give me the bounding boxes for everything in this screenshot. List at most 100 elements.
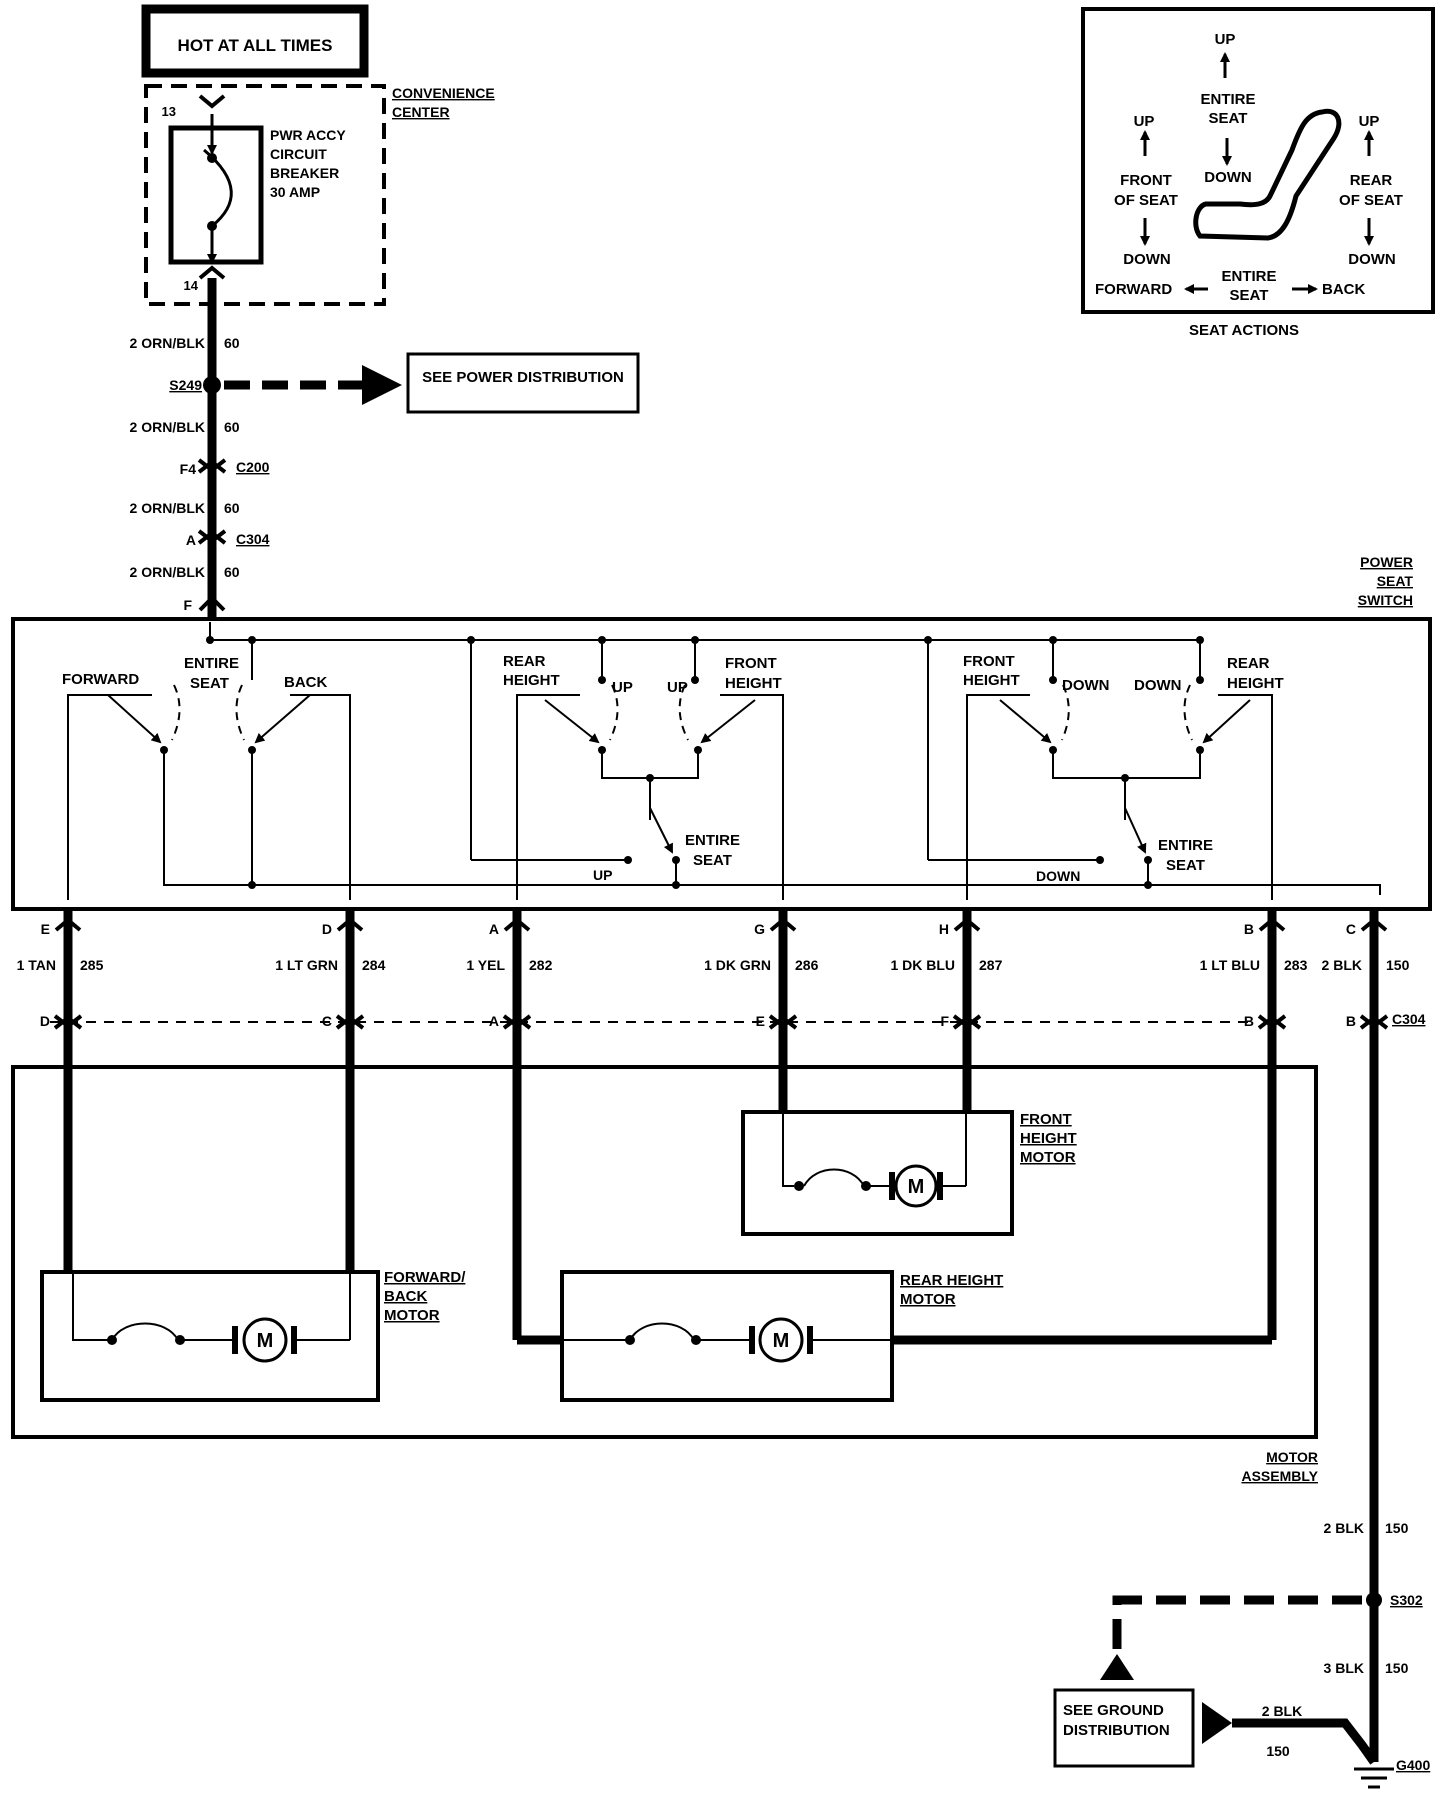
convenience-center: 13 14 PWR ACCY CIRCUIT BREAKER 30 AMP CO… [144, 84, 495, 306]
switch-height-label-3: HEIGHT [963, 672, 1020, 689]
switch-rear-label-1: REAR [503, 653, 546, 670]
power-seat-switch: POWER SEAT SWITCH [11, 554, 1432, 911]
switch-up-label-3: UP [593, 867, 612, 883]
switch-rear-label-2: REAR [1227, 655, 1270, 672]
switch-connector-terminal [54, 917, 82, 932]
ground-symbol [1354, 1767, 1394, 1789]
forward-back-motor [40, 1270, 380, 1402]
wire-color-label: 1 TAN [17, 957, 56, 973]
feed-wire-label-4: 2 ORN/BLK [130, 564, 205, 580]
front-height-motor-label-2: HEIGHT [1020, 1130, 1077, 1147]
c304-dashed-line: C304 [50, 1011, 1426, 1027]
entire-seat-up-label: UP [1215, 31, 1236, 48]
feed-circuit-label-2: 60 [224, 419, 240, 435]
switch-connector-terminal [1258, 917, 1286, 932]
switch-pin-f-label: F [183, 597, 192, 613]
switch-pin-label: D [322, 921, 332, 937]
see-ground-distribution-box [1053, 1688, 1195, 1768]
ground-upper-wire-label: 2 BLK [1324, 1520, 1364, 1536]
front-seat-up-label: UP [1134, 113, 1155, 130]
power-seat-switch-title-1: POWER [1360, 554, 1413, 570]
power-seat-switch-title-3: SWITCH [1358, 592, 1413, 608]
switch-pin-label: A [489, 921, 499, 937]
switch-pin-label: E [41, 921, 50, 937]
c304-label-bottom: C304 [1392, 1011, 1426, 1027]
switch-pin-label: C [1346, 921, 1356, 937]
breaker-label-1: PWR ACCY [270, 127, 346, 143]
forward-back-motor-label-3: MOTOR [384, 1307, 440, 1324]
wire-circuit-label: 282 [529, 957, 553, 973]
ground-g400-label: G400 [1396, 1757, 1430, 1773]
c304-connector-terminal [1257, 1015, 1287, 1030]
rear-seat-up-label: UP [1359, 113, 1380, 130]
entire-seat-down-label: DOWN [1204, 169, 1252, 186]
switch-pin-label: G [754, 921, 765, 937]
c304-connector-terminal [335, 1015, 365, 1030]
switch-connector-terminal [953, 917, 981, 932]
entire-seat-fb-label-2: SEAT [1230, 287, 1269, 304]
wire-color-label: 1 LT GRN [275, 957, 338, 973]
pin-f4-label: F4 [180, 461, 197, 477]
motor-assembly-label-1: MOTOR [1266, 1449, 1318, 1465]
c304-connector-terminal [768, 1015, 798, 1030]
splice-s302-label: S302 [1390, 1592, 1423, 1608]
ground-lower-circuit-label: 150 [1385, 1660, 1409, 1676]
entire-seat-label-2: SEAT [1209, 110, 1248, 127]
convenience-center-title-2: CENTER [392, 104, 450, 120]
c304-pin-label: B [1244, 1013, 1254, 1029]
switch-back-label: BACK [284, 674, 327, 691]
switch-height-label-2: HEIGHT [725, 675, 782, 692]
feed-wire-label-3: 2 ORN/BLK [130, 500, 205, 516]
splice-s249-label: S249 [169, 377, 202, 393]
c304-pin-label: E [756, 1013, 765, 1029]
switch-seat-label-1: SEAT [190, 675, 229, 692]
motor-assembly-label-2: ASSEMBLY [1241, 1468, 1318, 1484]
feed-wire-label-1: 2 ORN/BLK [130, 335, 205, 351]
feed-circuit-60: 2 ORN/BLK 60 S249 SEE POWER DISTRIBUTION… [130, 278, 640, 620]
c304-connector-terminal [502, 1015, 532, 1030]
see-ground-label-2: DISTRIBUTION [1063, 1722, 1170, 1739]
wire-color-label: 2 BLK [1322, 957, 1362, 973]
feed-circuit-label-1: 60 [224, 335, 240, 351]
wire-circuit-label: 287 [979, 957, 1003, 973]
hot-at-all-times-box: HOT AT ALL TIMES [141, 4, 369, 78]
c304-connector-terminal [502, 1014, 532, 1029]
ground-circuit: 2 BLK 150 S302 3 BLK 150 SEE GROUND DIST… [1053, 1022, 1430, 1789]
ground-lower-wire-label: 3 BLK [1324, 1660, 1364, 1676]
breaker-label-4: 30 AMP [270, 184, 320, 200]
rear-of-seat-label-2: OF SEAT [1339, 192, 1403, 209]
front-height-motor-label-1: FRONT [1020, 1111, 1072, 1128]
ground-branch-wire-label: 2 BLK [1262, 1703, 1302, 1719]
pin-a-label: A [186, 532, 196, 548]
switch-front-label-1: FRONT [725, 655, 777, 672]
rear-height-motor-label-1: REAR HEIGHT [900, 1272, 1003, 1289]
switch-seat-label-3: SEAT [1166, 857, 1205, 874]
switch-up-label-2: UP [667, 679, 688, 696]
rear-height-motor-icon [758, 1317, 804, 1363]
power-seat-switch-title-2: SEAT [1377, 573, 1414, 589]
switch-entire-label-3: ENTIRE [1158, 837, 1213, 854]
feed-circuit-label-4: 60 [224, 564, 240, 580]
entire-seat-label-1: ENTIRE [1200, 91, 1255, 108]
switch-entire-label-2: ENTIRE [685, 832, 740, 849]
c304-pin-label: C [322, 1013, 332, 1029]
convenience-center-title-1: CONVENIENCE [392, 85, 495, 101]
c304-connector-terminal [952, 1014, 982, 1029]
feed-wire-label-2: 2 ORN/BLK [130, 419, 205, 435]
wire-circuit-label: 285 [80, 957, 104, 973]
c304-label-top: C304 [236, 531, 270, 547]
front-height-motor-icon [894, 1164, 938, 1208]
breaker-label-3: BREAKER [270, 165, 339, 181]
front-height-motor [741, 1110, 1014, 1236]
c304-connector-terminal [1359, 1015, 1389, 1030]
ground-branch-circuit-label: 150 [1266, 1743, 1290, 1759]
switch-connector-terminal [503, 917, 531, 932]
c304-pin-label: A [489, 1013, 499, 1029]
seat-actions-caption: SEAT ACTIONS [1189, 322, 1299, 339]
forward-label: FORWARD [1095, 281, 1172, 298]
wire-color-label: 1 DK GRN [704, 957, 771, 973]
rear-of-seat-label-1: REAR [1350, 172, 1393, 189]
switch-seat-label-2: SEAT [693, 852, 732, 869]
